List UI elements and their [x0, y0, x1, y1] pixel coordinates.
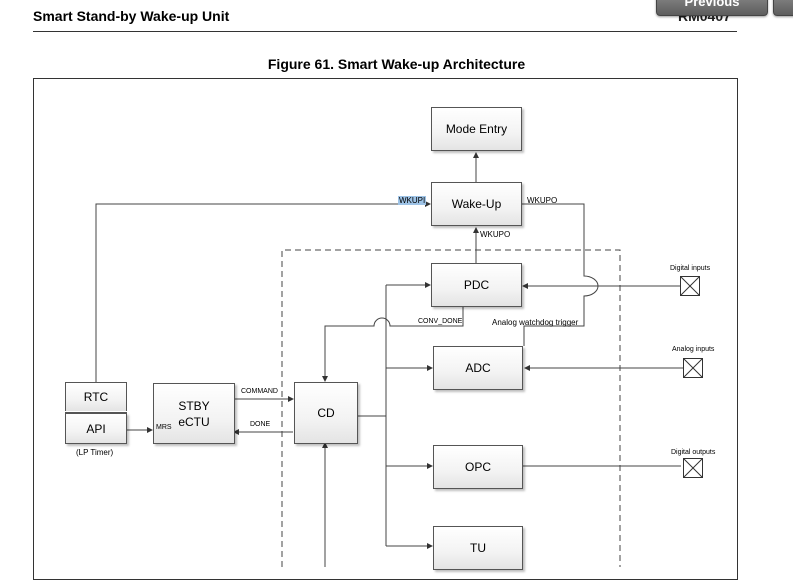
- mrs-label: MRS: [156, 424, 172, 431]
- pdc-label: PDC: [463, 278, 490, 292]
- api-label: API: [86, 421, 106, 436]
- next-button[interactable]: [773, 0, 793, 16]
- rtc-api-divider: [65, 412, 127, 413]
- lp-timer-label: (LP Timer): [76, 448, 114, 457]
- tu-label: TU: [470, 541, 486, 555]
- figure-title: Figure 61. Smart Wake-up Architecture: [267, 56, 526, 72]
- conv-done-label: CONV_DONE: [418, 318, 463, 325]
- analog-inputs-pin: [683, 358, 703, 378]
- rtc-block: RTC: [65, 382, 127, 411]
- adc-label: ADC: [465, 361, 491, 375]
- command-label: COMMAND: [241, 388, 278, 395]
- wake-up-block: Wake-Up: [431, 182, 522, 226]
- stby-ectu-block: STBY eCTU: [153, 383, 235, 444]
- cd-block: CD: [294, 382, 358, 444]
- section-title: Smart Stand-by Wake-up Unit: [33, 8, 230, 24]
- opc-label: OPC: [464, 460, 491, 474]
- rtc-label: RTC: [83, 390, 109, 404]
- stby-ectu-label: STBY eCTU: [178, 398, 210, 429]
- digital-inputs-pin: [680, 276, 700, 296]
- wkupo-right-label: WKUPO: [527, 196, 558, 205]
- opc-block: OPC: [433, 445, 523, 489]
- wkupi-label: WKUPI: [398, 196, 427, 205]
- analog-inputs-label: Analog inputs: [672, 346, 715, 353]
- tu-block: TU: [433, 526, 523, 570]
- previous-button[interactable]: Previous: [656, 0, 768, 16]
- mode-entry-label: Mode Entry: [445, 122, 508, 136]
- digital-inputs-label: Digital inputs: [670, 265, 711, 272]
- diagram-connections: [95, 152, 703, 567]
- mode-entry-block: Mode Entry: [431, 107, 522, 151]
- adc-block: ADC: [433, 346, 523, 390]
- digital-outputs-pin: [683, 458, 703, 478]
- analog-watchdog-label: Analog watchdog trigger: [492, 318, 579, 327]
- pdc-block: PDC: [431, 263, 522, 307]
- header-rule: [33, 31, 737, 32]
- done-label: DONE: [250, 421, 271, 428]
- wkupo-below-label: WKUPO: [480, 230, 511, 239]
- wake-up-label: Wake-Up: [451, 197, 502, 211]
- api-block: API: [65, 413, 127, 444]
- digital-outputs-label: Digital outputs: [671, 449, 716, 456]
- cd-label: CD: [317, 406, 335, 420]
